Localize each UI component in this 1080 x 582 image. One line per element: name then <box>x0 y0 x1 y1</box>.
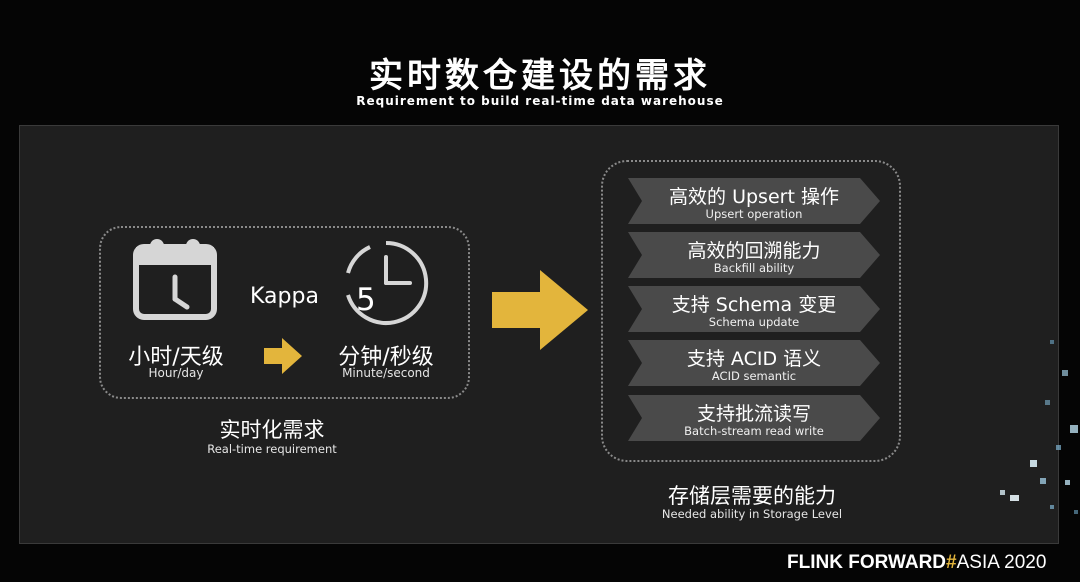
slide-subtitle: Requirement to build real-time data ware… <box>356 94 724 108</box>
storage-item-acid: 支持 ACID 语义 ACID semantic <box>628 340 880 386</box>
calendar-icon <box>133 239 217 320</box>
banner-shape <box>628 340 880 386</box>
event-logo: FLINK FORWARD#ASIA 2020 <box>787 552 1046 574</box>
storage-item-label: 支持批流读写 <box>696 403 811 425</box>
storage-caption: 存储层需要的能力 <box>668 484 836 508</box>
storage-box <box>601 160 901 462</box>
realtime-caption-sub: Real-time requirement <box>207 442 337 456</box>
realtime-box <box>99 226 470 399</box>
logo-part-forward: FORWARD <box>848 552 947 573</box>
clock-icon <box>346 240 429 325</box>
content-panel <box>19 125 1059 544</box>
banner-shape <box>628 286 880 332</box>
storage-item-label: 高效的回溯能力 <box>687 240 821 262</box>
storage-item-sublabel: ACID semantic <box>711 369 797 383</box>
arrow-right-icon <box>264 338 302 374</box>
to-label: 分钟/秒级 <box>338 345 434 370</box>
storage-item-sublabel: Backfill ability <box>713 261 795 275</box>
kappa-label: Kappa <box>250 284 319 309</box>
realtime-caption: 实时化需求 <box>219 418 325 442</box>
storage-item-sublabel: Upsert operation <box>705 207 803 221</box>
banner-shape <box>628 178 880 224</box>
storage-item-sublabel: Schema update <box>708 315 800 329</box>
logo-part-asia: ASIA 2020 <box>956 552 1047 573</box>
logo-hash: # <box>946 552 957 573</box>
logo-part-flink: FLINK <box>787 552 843 573</box>
storage-item-batch-stream: 支持批流读写 Batch-stream read write <box>628 395 880 441</box>
from-sublabel: Hour/day <box>148 366 204 380</box>
banner-shape <box>628 395 880 441</box>
banner-shape <box>628 232 880 278</box>
decorative-pixel-pattern <box>1000 340 1078 514</box>
big-arrow-right-icon <box>492 270 588 350</box>
storage-item-sublabel: Batch-stream read write <box>684 424 824 438</box>
slide-title: 实时数仓建设的需求 <box>369 56 711 96</box>
storage-item-label: 支持 Schema 变更 <box>671 294 837 316</box>
storage-caption-sub: Needed ability in Storage Level <box>661 507 843 521</box>
storage-item-schema: 支持 Schema 变更 Schema update <box>628 286 880 332</box>
storage-item-label: 高效的 Upsert 操作 <box>669 186 839 208</box>
clock-digit: 5 <box>356 282 376 318</box>
from-label: 小时/天级 <box>128 345 224 370</box>
storage-item-label: 支持 ACID 语义 <box>686 348 822 370</box>
storage-item-upsert: 高效的 Upsert 操作 Upsert operation <box>628 178 880 224</box>
to-sublabel: Minute/second <box>342 366 430 380</box>
storage-item-backfill: 高效的回溯能力 Backfill ability <box>628 232 880 278</box>
